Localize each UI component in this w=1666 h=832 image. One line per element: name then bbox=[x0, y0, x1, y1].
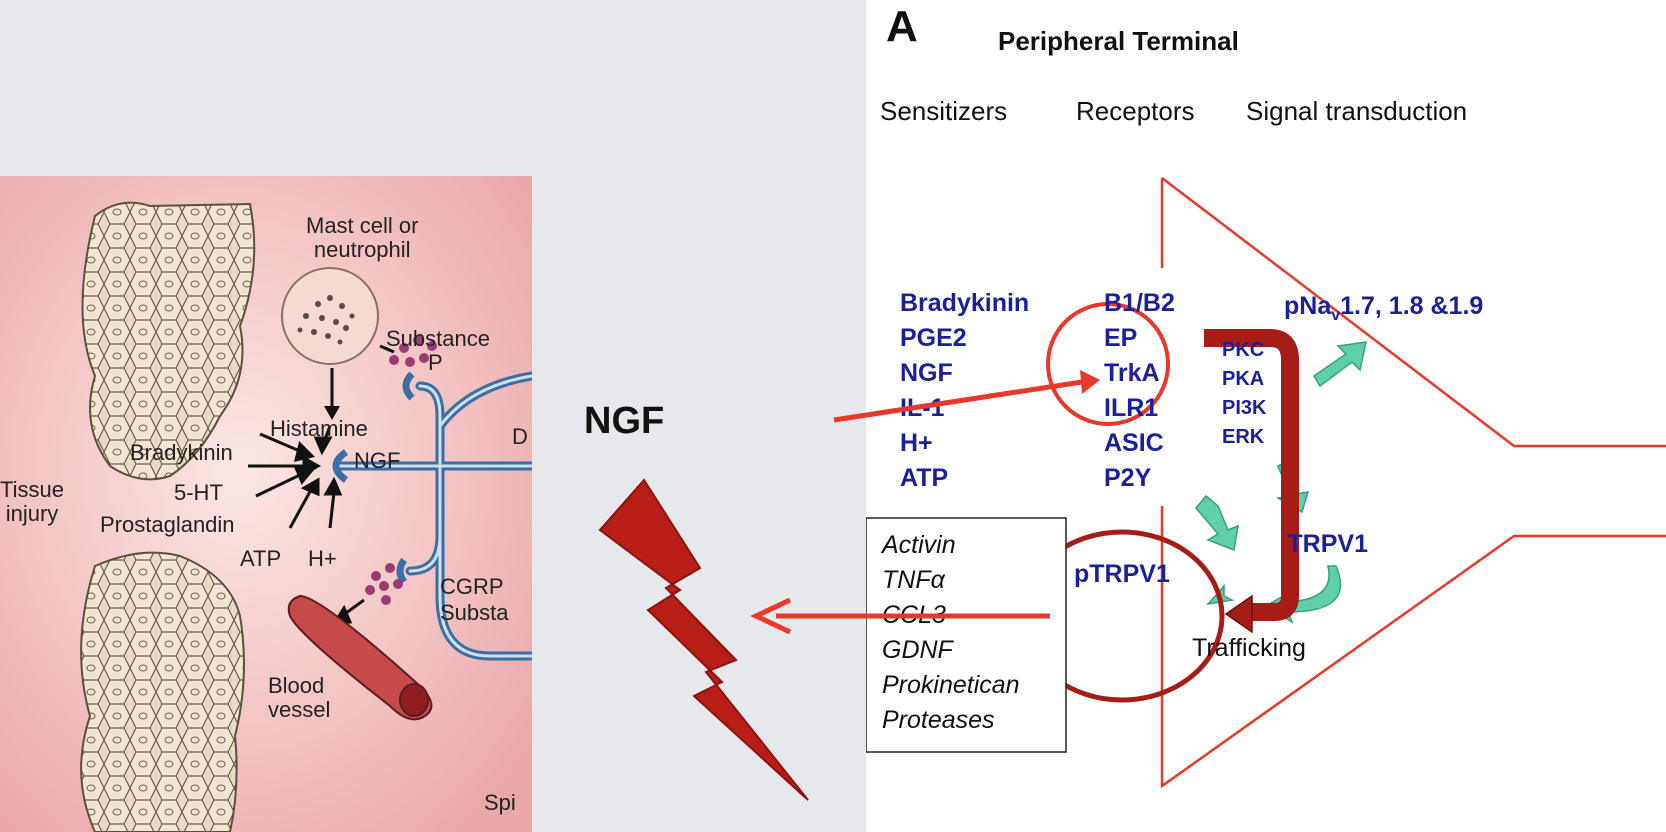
mediator-item: Prokinetican bbox=[882, 671, 1020, 699]
mediator-item: CCL3 bbox=[882, 601, 946, 629]
blood-vessel bbox=[287, 594, 433, 721]
receptor-item: B1/B2 bbox=[1104, 289, 1175, 317]
kinase-item: ERK bbox=[1222, 426, 1265, 448]
terminal-graphic bbox=[866, 177, 1666, 789]
lightning-bolt-icon bbox=[598, 478, 809, 801]
cut-label-d: D bbox=[512, 424, 528, 449]
receptors-list: B1/B2 EP TrkA ILR1 ASIC P2Y bbox=[1104, 286, 1175, 496]
ptrpv1-label: pTRPV1 bbox=[1074, 560, 1170, 588]
ngf-label: NGF bbox=[584, 400, 665, 442]
receptor-item: TrkA bbox=[1104, 359, 1160, 387]
ngf-small-label: NGF bbox=[354, 448, 401, 473]
receptor-item: ILR1 bbox=[1104, 394, 1159, 422]
receptors-circle bbox=[1046, 302, 1170, 426]
sensitizer-item: H+ bbox=[900, 429, 933, 457]
teal-arrow-up bbox=[1312, 341, 1367, 388]
panel-letter: A bbox=[886, 2, 918, 51]
cut-label-spi: Spi bbox=[484, 790, 516, 815]
atp-label: ATP bbox=[240, 546, 282, 571]
panel-title: Peripheral Terminal bbox=[998, 26, 1239, 56]
sensitizer-item: ATP bbox=[900, 464, 949, 492]
substance-p-label: Substance bbox=[386, 326, 490, 351]
sensitizer-item: IL-1 bbox=[900, 394, 945, 422]
mediators-list: Activin TNFα CCL3 GDNF Prokinetican Prot… bbox=[882, 528, 1020, 738]
sensitizer-item: PGE2 bbox=[900, 324, 967, 352]
mast-cell bbox=[281, 267, 379, 365]
col-receptors: Receptors bbox=[1076, 96, 1195, 126]
mediator-item: Proteases bbox=[882, 706, 995, 734]
sensitizers-list: Bradykinin PGE2 NGF IL-1 H+ ATP bbox=[900, 286, 1029, 496]
trafficking-label: Trafficking bbox=[1192, 634, 1306, 662]
tissue-illustration-graphic bbox=[0, 176, 532, 832]
sensitizer-item: Bradykinin bbox=[900, 289, 1030, 317]
five-ht-label: 5-HT bbox=[174, 480, 223, 505]
mediator-item: GDNF bbox=[882, 636, 953, 664]
peripheral-terminal-panel: A Peripheral Terminal Sensitizers Recept… bbox=[866, 0, 1666, 832]
teal-arrow-left bbox=[1195, 494, 1239, 552]
mediator-item: TNFα bbox=[882, 566, 945, 594]
histamine-label: Histamine bbox=[270, 416, 368, 441]
kinase-item: PI3K bbox=[1222, 397, 1267, 419]
receptor-item: EP bbox=[1104, 324, 1138, 352]
bradykinin-label: Bradykinin bbox=[130, 440, 233, 465]
mediator-item: Activin bbox=[882, 531, 956, 559]
h-plus-label: H+ bbox=[308, 546, 337, 571]
col-signal-transduction: Signal transduction bbox=[1246, 96, 1468, 126]
kinases-list: PKC PKA PI3K ERK bbox=[1222, 336, 1274, 452]
trpv1-label: TRPV1 bbox=[1287, 530, 1368, 558]
sensitizer-item: NGF bbox=[900, 359, 953, 387]
receptor-item: ASIC bbox=[1104, 429, 1164, 457]
kinase-item: PKC bbox=[1222, 339, 1265, 361]
kinase-item: PKA bbox=[1222, 368, 1265, 390]
receptor-item: P2Y bbox=[1104, 464, 1152, 492]
mediators-box bbox=[866, 517, 1067, 753]
lower-tissue bbox=[80, 551, 245, 832]
curved-arrow bbox=[1204, 329, 1299, 621]
channel-label: pNav1.7, 1.8 &1.9 bbox=[1284, 292, 1484, 324]
prostaglandin-label: Prostaglandin bbox=[100, 512, 235, 537]
substance-p-letter: P bbox=[428, 350, 443, 375]
upper-tissue bbox=[81, 201, 256, 481]
col-sensitizers: Sensitizers bbox=[880, 96, 1008, 126]
